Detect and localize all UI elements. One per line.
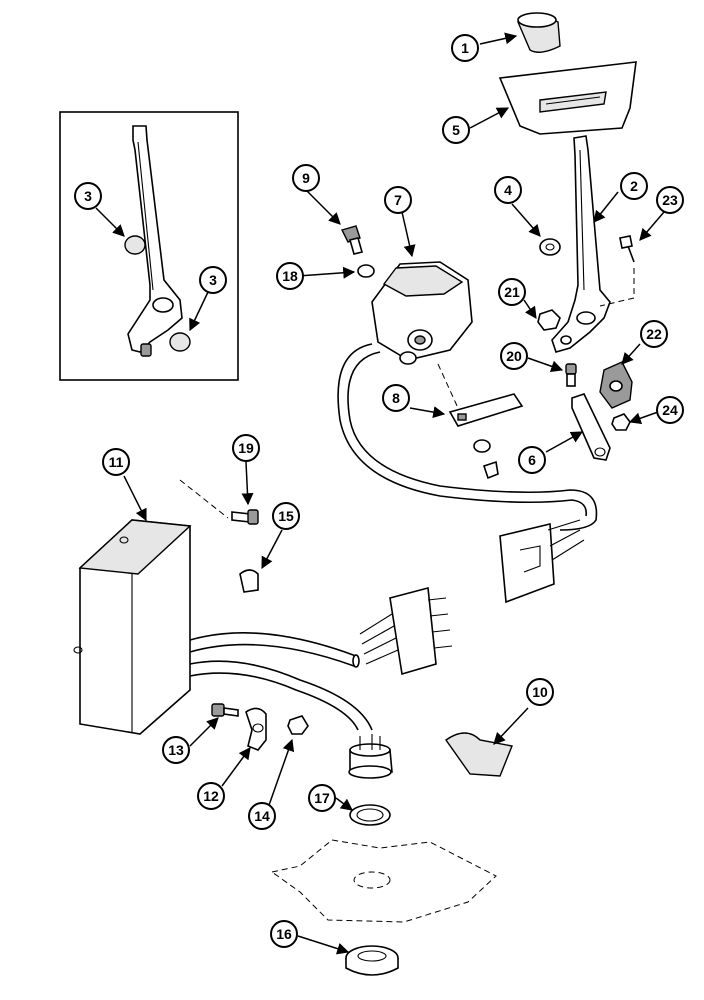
callout-3b: 3 xyxy=(199,266,227,294)
link-arm xyxy=(571,393,611,461)
callout-14: 14 xyxy=(248,802,276,830)
screw-23 xyxy=(619,235,635,263)
callout-6: 6 xyxy=(518,446,546,474)
svg-text:14: 14 xyxy=(254,808,270,824)
nut-16 xyxy=(345,945,399,976)
screw-13 xyxy=(211,703,239,717)
switch-cable xyxy=(337,343,598,531)
callout-2: 2 xyxy=(620,172,648,200)
svg-text:3: 3 xyxy=(84,188,92,204)
nut-24 xyxy=(611,413,631,431)
strip-8 xyxy=(448,393,524,427)
connector-plug xyxy=(359,586,453,676)
connector-harness xyxy=(499,519,585,604)
callout-20: 20 xyxy=(500,342,528,370)
svg-text:12: 12 xyxy=(203,788,219,804)
callout-11: 11 xyxy=(102,448,130,476)
svg-text:7: 7 xyxy=(394,192,402,208)
screw-9 xyxy=(340,225,363,255)
bezel-plate xyxy=(498,61,637,135)
washer-18 xyxy=(357,264,375,278)
callout-1: 1 xyxy=(451,34,479,62)
svg-text:9: 9 xyxy=(302,170,310,186)
svg-text:8: 8 xyxy=(392,390,400,406)
svg-text:19: 19 xyxy=(238,440,254,456)
svg-text:22: 22 xyxy=(646,326,662,342)
callout-13: 13 xyxy=(162,736,190,764)
svg-text:24: 24 xyxy=(662,402,678,418)
callout-3a: 3 xyxy=(74,182,102,210)
svg-text:6: 6 xyxy=(528,452,536,468)
switch-body xyxy=(371,261,473,365)
callout-19: 19 xyxy=(232,434,260,462)
washer xyxy=(539,238,561,256)
screw-20 xyxy=(565,363,577,387)
callout-18: 18 xyxy=(276,262,304,290)
callout-17: 17 xyxy=(308,784,336,812)
bushing-3a xyxy=(124,235,146,255)
clip-15 xyxy=(239,569,259,593)
svg-text:10: 10 xyxy=(532,684,548,700)
callout-15: 15 xyxy=(272,502,300,530)
clamp-12 xyxy=(245,707,267,751)
bushing-3b xyxy=(169,332,191,352)
svg-text:1: 1 xyxy=(461,40,469,56)
callout-12: 12 xyxy=(197,782,225,810)
cover-10 xyxy=(445,732,513,777)
nut-21 xyxy=(537,309,561,331)
svg-text:17: 17 xyxy=(314,790,330,806)
callout-23: 23 xyxy=(656,186,684,214)
svg-text:3: 3 xyxy=(209,272,217,288)
screw-19 xyxy=(231,509,259,525)
callout-22: 22 xyxy=(640,320,668,348)
lever xyxy=(551,135,611,353)
svg-text:11: 11 xyxy=(109,454,124,470)
svg-text:5: 5 xyxy=(452,122,460,138)
knob xyxy=(517,12,561,53)
grommet xyxy=(348,734,393,779)
callout-8: 8 xyxy=(382,384,410,412)
leader-lines xyxy=(95,32,665,955)
ring-17 xyxy=(349,804,391,826)
callout-4: 4 xyxy=(494,176,522,204)
bracket-22 xyxy=(599,361,633,409)
svg-text:16: 16 xyxy=(276,926,292,942)
inset-detail xyxy=(59,111,239,381)
callout-9: 9 xyxy=(292,164,320,192)
callout-21: 21 xyxy=(498,278,526,306)
mounting-plate xyxy=(270,839,497,923)
control-box xyxy=(73,519,192,735)
callout-16: 16 xyxy=(270,920,298,948)
box-cables xyxy=(189,632,373,731)
callout-24: 24 xyxy=(656,396,684,424)
callout-10: 10 xyxy=(526,678,554,706)
svg-text:23: 23 xyxy=(662,192,678,208)
svg-text:4: 4 xyxy=(504,182,512,198)
svg-text:13: 13 xyxy=(168,742,184,758)
svg-text:20: 20 xyxy=(506,348,522,364)
svg-text:18: 18 xyxy=(282,268,298,284)
callout-5: 5 xyxy=(442,116,470,144)
svg-text:21: 21 xyxy=(504,284,520,300)
svg-text:15: 15 xyxy=(278,508,294,524)
nut-14 xyxy=(287,715,309,735)
callout-7: 7 xyxy=(384,186,412,214)
svg-text:2: 2 xyxy=(630,178,638,194)
